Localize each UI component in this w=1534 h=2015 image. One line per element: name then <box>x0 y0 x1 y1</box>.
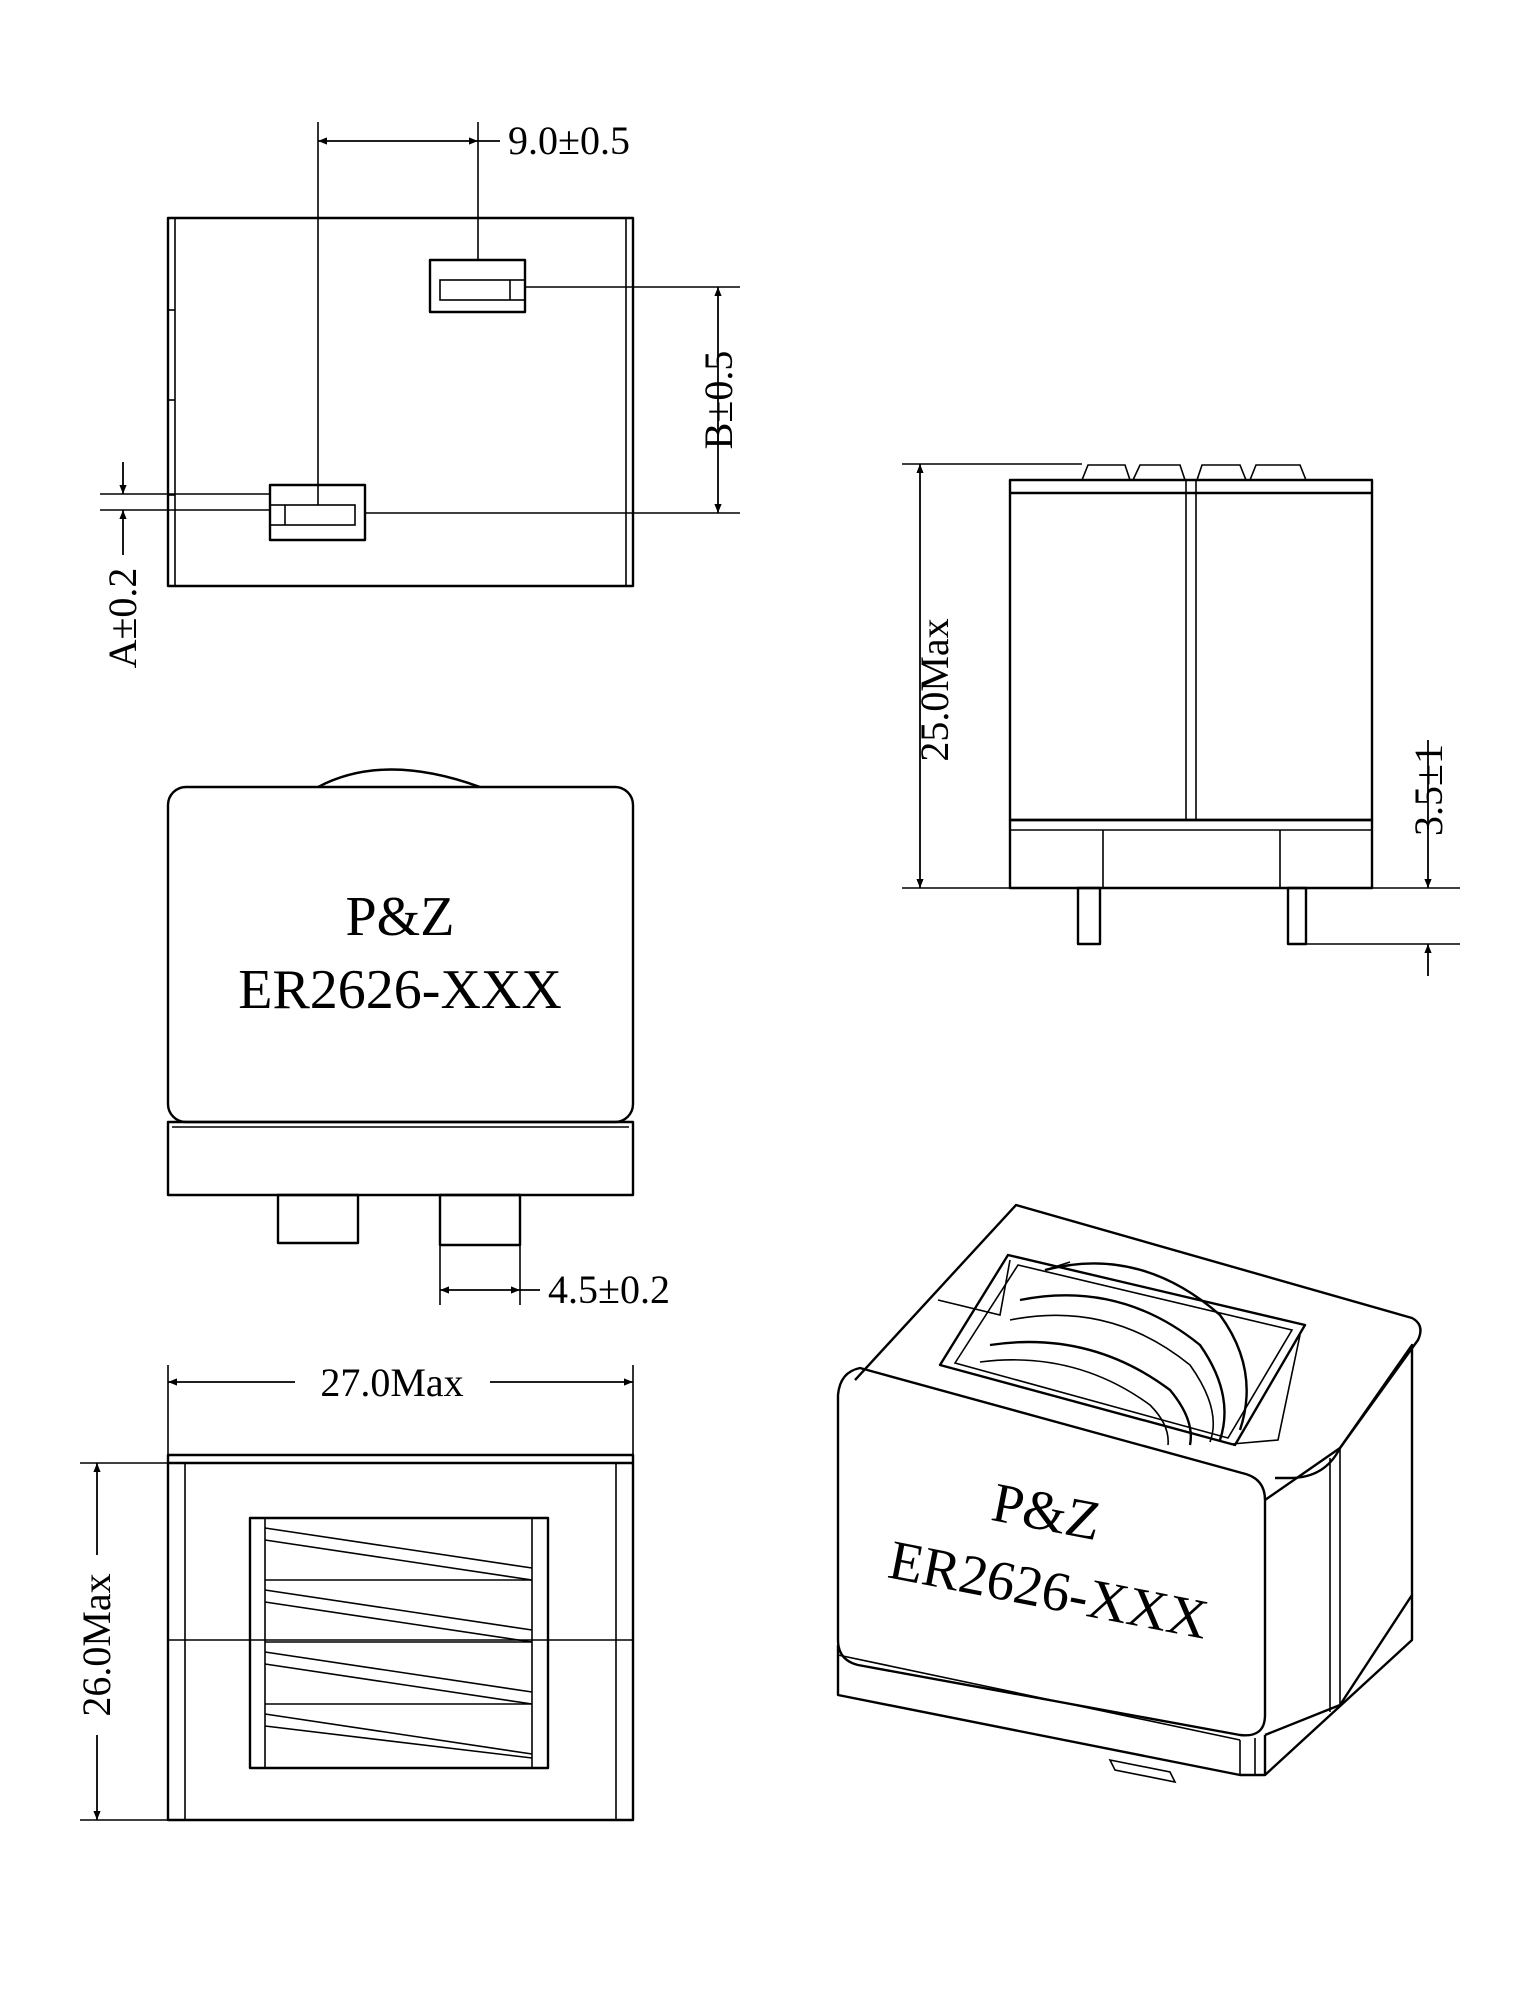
height-label: 25.0Max <box>912 618 957 761</box>
side-view <box>1008 464 1374 946</box>
dimension-a: A±0.2 <box>100 462 270 668</box>
end-view <box>166 1453 635 1822</box>
dim-a-label: A±0.2 <box>100 568 145 669</box>
iso-brand-label: P&Z <box>987 1472 1106 1554</box>
dimension-pin-length: 3.5±1 <box>1306 740 1460 976</box>
dimension-depth: 26.0Max <box>74 1462 168 1821</box>
dimension-pin-width: 4.5±0.2 <box>439 1195 670 1312</box>
dimension-terminal-pitch: 9.0±0.5 <box>317 118 630 505</box>
depth-label: 26.0Max <box>74 1573 119 1716</box>
iso-winding <box>979 1261 1248 1446</box>
isometric-view: P&Z ER2626-XXX <box>836 1203 1422 1784</box>
iso-part-number: ER2626-XXX <box>884 1529 1213 1652</box>
pin-length-label: 3.5±1 <box>1406 744 1451 836</box>
terminal-pitch-label: 9.0±0.5 <box>508 118 630 163</box>
top-view <box>166 216 635 588</box>
winding-turns <box>264 1527 533 1759</box>
front-view: P&Z ER2626-XXX <box>166 768 635 1247</box>
pin-width-label: 4.5±0.2 <box>548 1267 670 1312</box>
dimension-b: B±0.5 <box>365 286 741 514</box>
front-brand-label: P&Z <box>346 886 455 948</box>
terminal-upper <box>428 258 527 314</box>
dimension-width: 27.0Max <box>167 1360 634 1455</box>
front-part-number: ER2626-XXX <box>238 959 562 1021</box>
dimension-height: 25.0Max <box>902 463 1082 889</box>
dim-b-label: B±0.5 <box>696 351 741 450</box>
width-label: 27.0Max <box>320 1360 463 1405</box>
